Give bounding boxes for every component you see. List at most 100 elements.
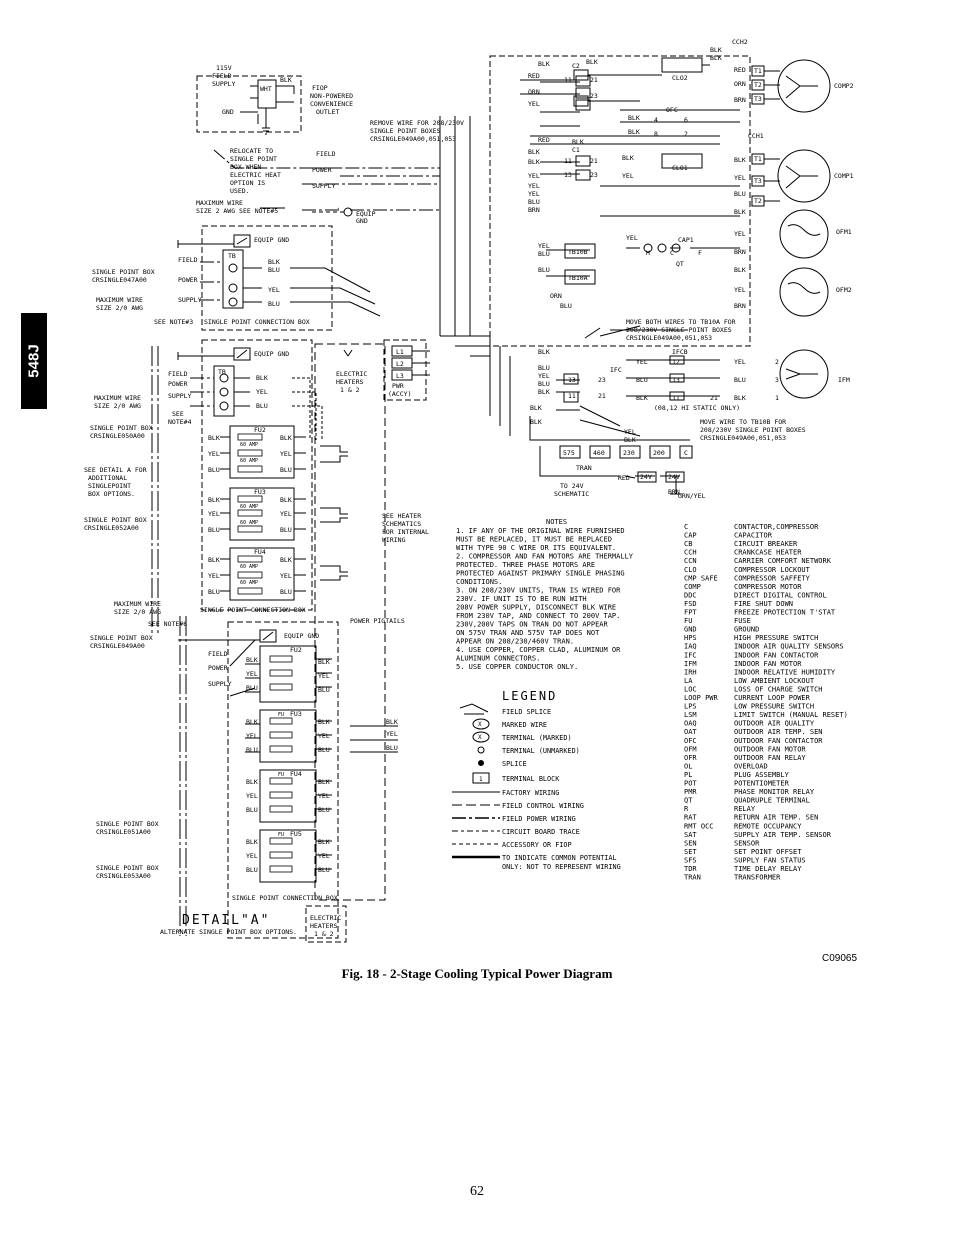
label-move-wire-1: MOVE WIRE TO TB10B FOR — [700, 418, 786, 426]
label-relocate-2: SINGLE POINT — [230, 155, 277, 163]
wire-yel-r4: YEL — [528, 182, 540, 190]
label-equip-gnd-1b: GND — [356, 217, 368, 225]
wire-blu-16: BLU — [246, 866, 258, 874]
note-line: PROTECTED AGAINST PRIMARY SINGLE PHASING — [456, 570, 625, 578]
label-cap1: CAP1 — [678, 236, 694, 244]
abbreviation-code: TRAN — [684, 874, 701, 882]
abbreviation-description: LOW PRESSURE SWITCH — [734, 703, 814, 711]
abbreviation-description: OUTDOOR FAN MOTOR — [734, 745, 806, 753]
abbreviation-code: LA — [684, 677, 693, 685]
wire-blk-3: BLK — [208, 434, 220, 442]
note-line: 2. COMPRESSOR AND FAN MOTORS ARE THERMAL… — [456, 553, 634, 561]
label-field-4: FIELD — [208, 650, 228, 658]
wire-blu-r7: BLU — [538, 380, 550, 388]
label-fu3-b: FU3 — [290, 710, 302, 718]
legend-symbol-marked-wire: X — [478, 721, 482, 728]
abbreviation-code: GND — [684, 626, 697, 634]
fu-amp-3: 60 AMP — [240, 504, 258, 510]
wire-blu-8: BLU — [208, 588, 220, 596]
abbreviation-code: OAQ — [684, 720, 697, 728]
wire-blu-13: BLU — [318, 746, 330, 754]
abbreviation-code: CMP SAFE — [684, 574, 718, 582]
legend-title: LEGEND — [502, 689, 557, 703]
abbreviation-description: COMPRESSOR SAFFETY — [734, 574, 811, 582]
abbreviation-description: TRANSFORMER — [734, 874, 781, 882]
tap-24v-2: 24V — [668, 473, 680, 481]
legend-item: CIRCUIT BOARD TRACE — [502, 828, 580, 836]
abbreviation-description: CRANKCASE HEATER — [734, 549, 802, 557]
abbreviation-code: OFR — [684, 754, 697, 762]
wire-yel-r8: YEL — [734, 286, 746, 294]
page-number: 62 — [470, 1184, 484, 1199]
abbreviation-code: CCH — [684, 549, 697, 557]
abbreviation-description: LOW AMBIENT LOCKOUT — [734, 677, 815, 685]
label-see-note4b: NOTE#4 — [168, 418, 192, 426]
label-spb-050b: CRSINGLE050A00 — [90, 432, 145, 440]
wire-yel-r1: YEL — [528, 100, 540, 108]
label-electric-heaters-6: 1 & 2 — [314, 930, 334, 938]
term-ifm-1: 1 — [775, 394, 779, 402]
label-clo2: CLO2 — [672, 74, 688, 82]
label-move-both-1: MOVE BOTH WIRES TO TB10A FOR — [626, 318, 736, 326]
label-relocate-6: USED. — [230, 187, 250, 195]
term-t3-b: T3 — [754, 177, 762, 185]
wire-blk-r19: BLK — [734, 394, 746, 402]
abbreviation-description: INDOOR AIR QUALITY SENSORS — [734, 643, 844, 651]
label-see-heater-3: FOR INTERNAL — [382, 528, 429, 536]
term-21-c: 21 — [598, 392, 606, 400]
label-comp1: COMP1 — [834, 172, 854, 180]
note-line: 230V. IF UNIT IS TO BE RUN WITH — [456, 595, 587, 603]
abbreviation-description: FREEZE PROTECTION T'STAT — [734, 609, 836, 617]
wire-blu-r4: BLU — [538, 266, 550, 274]
abbreviation-code: RMT OCC — [684, 822, 714, 830]
fu-amp-5: 60 AMP — [240, 564, 258, 570]
abbreviation-description: SUPPLY AIR TEMP. SENSOR — [734, 831, 832, 839]
wire-yel-16: YEL — [318, 852, 330, 860]
abbreviation-code: COMP — [684, 583, 701, 591]
legend-item: ONLY: NOT TO REPRESENT WIRING — [502, 863, 621, 871]
label-fu3-a: FU3 — [254, 488, 266, 496]
abbreviation-code: PMR — [684, 788, 697, 796]
wire-yel-14: YEL — [318, 792, 330, 800]
wire-yel-9: YEL — [246, 670, 258, 678]
label-l3: L3 — [396, 372, 404, 380]
notes-block: NOTES 1. IF ANY OF THE ORIGINAL WIRE FUR… — [456, 518, 634, 671]
wire-yel-r3: YEL — [528, 172, 540, 180]
label-equip-gnd-3: EQUIP GND — [254, 350, 289, 358]
abbreviation-description: DIRECT DIGITAL CONTROL — [734, 591, 827, 599]
abbreviation-code: CCN — [684, 557, 697, 565]
term-11-a: 11 — [564, 157, 572, 165]
label-electric-heaters-4: ELECTRIC — [310, 914, 341, 922]
label-max-wire-1: MAXIMUM WIRE — [196, 199, 243, 207]
label-fiop-2: NON-POWERED — [310, 92, 353, 100]
label-fiop-1: FIOP — [312, 84, 328, 92]
wire-blu-11: BLU — [318, 686, 330, 694]
term-12-d: 12 — [672, 358, 680, 366]
term-11-c: 11 — [568, 392, 576, 400]
wire-blk-r5: BLK — [628, 114, 640, 122]
abbreviation-code: PL — [684, 771, 692, 779]
note-line: 4. USE COPPER, COPPER CLAD, ALUMINUM OR — [456, 646, 621, 654]
legend-item: FIELD SPLICE — [502, 708, 551, 716]
label-max-wire-3b: SIZE 2/0 AWG — [94, 402, 141, 410]
label-max-wire-4b: SIZE 2/0 AWG — [114, 608, 161, 616]
label-comp2: COMP2 — [834, 82, 854, 90]
abbreviation-code: HPS — [684, 634, 697, 642]
abbreviation-code: CAP — [684, 532, 697, 540]
abbreviation-description: SENSOR — [734, 839, 760, 847]
wire-blu-10: BLU — [246, 684, 258, 692]
legend-block: LEGEND X X 1 FIELD SPLICE MARKED WIRE TE… — [478, 689, 621, 871]
label-field-power-2: POWER — [312, 166, 332, 174]
wire-blu-4: BLU — [208, 466, 220, 474]
wire-blk-r13: BLK — [734, 266, 746, 274]
label-ifc: IFC — [610, 366, 622, 374]
tap-c: C — [684, 449, 688, 457]
wire-blu-5: BLU — [280, 466, 292, 474]
wire-blk-17: BLK — [386, 718, 398, 726]
label-spcb-2: SINGLE POINT CONNECTION BOX — [200, 606, 306, 614]
legend-item: MARKED WIRE — [502, 721, 547, 729]
wire-blk-r18: BLK — [636, 394, 648, 402]
label-max-wire-2: MAXIMUM WIRE — [96, 296, 143, 304]
legend-item: ACCESSORY OR FIOP — [502, 841, 572, 849]
label-supply-2: SUPPLY — [178, 296, 202, 304]
